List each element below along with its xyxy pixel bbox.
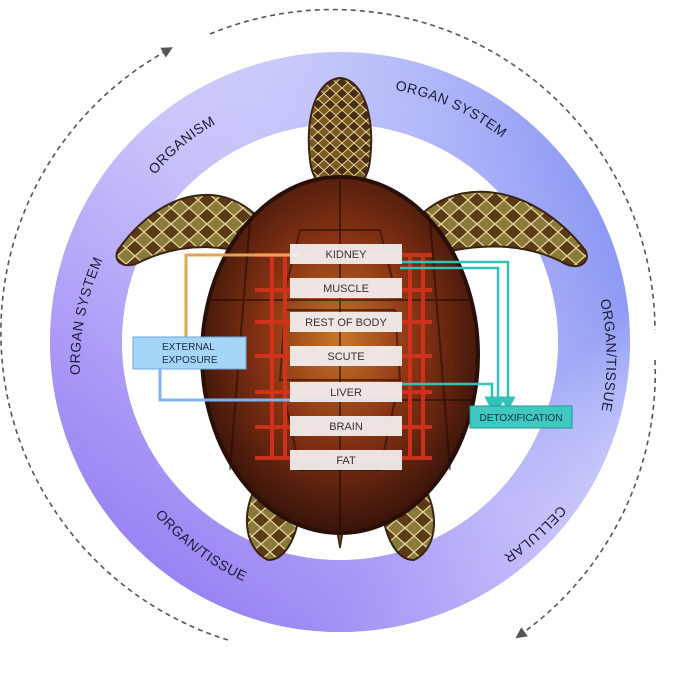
organ-label-rest-of-body: REST OF BODY <box>305 317 387 329</box>
front-right-flipper <box>408 190 588 268</box>
exposure-path-orange <box>184 253 300 338</box>
organ-box-brain: BRAIN <box>290 416 402 436</box>
ring-label-organ-tissue-right: ORGAN/TISSUE <box>597 297 620 413</box>
external-exposure-box: EXTERNAL EXPOSURE <box>132 336 247 370</box>
organ-label-fat: FAT <box>336 455 356 467</box>
external-exposure-line1: EXTERNAL <box>162 342 215 353</box>
organ-box-liver: LIVER <box>290 382 402 402</box>
organ-box-kidney: KIDNEY <box>290 244 402 264</box>
organ-boxes: KIDNEY MUSCLE REST OF BODY SCUTE LIVER B… <box>290 244 402 470</box>
detoxification-box: DETOXIFICATION <box>469 405 573 429</box>
external-exposure-line2: EXPOSURE <box>162 355 218 366</box>
organ-label-brain: BRAIN <box>329 421 363 433</box>
organ-box-muscle: MUSCLE <box>290 278 402 298</box>
detox-path-kidney-2 <box>400 266 506 412</box>
detoxification-label: DETOXIFICATION <box>480 413 563 424</box>
organ-label-scute: SCUTE <box>327 351 364 363</box>
organ-box-fat: FAT <box>290 450 402 470</box>
organ-label-muscle: MUSCLE <box>323 283 369 295</box>
organ-box-rest-of-body: REST OF BODY <box>290 312 402 332</box>
organ-label-liver: LIVER <box>330 387 362 399</box>
detox-path-liver <box>400 382 500 412</box>
organ-box-scute: SCUTE <box>290 346 402 366</box>
cycle-arrow-top <box>209 8 656 331</box>
exposure-path-blue <box>158 368 292 402</box>
organ-label-kidney: KIDNEY <box>326 249 368 261</box>
detox-path-kidney <box>400 260 516 412</box>
